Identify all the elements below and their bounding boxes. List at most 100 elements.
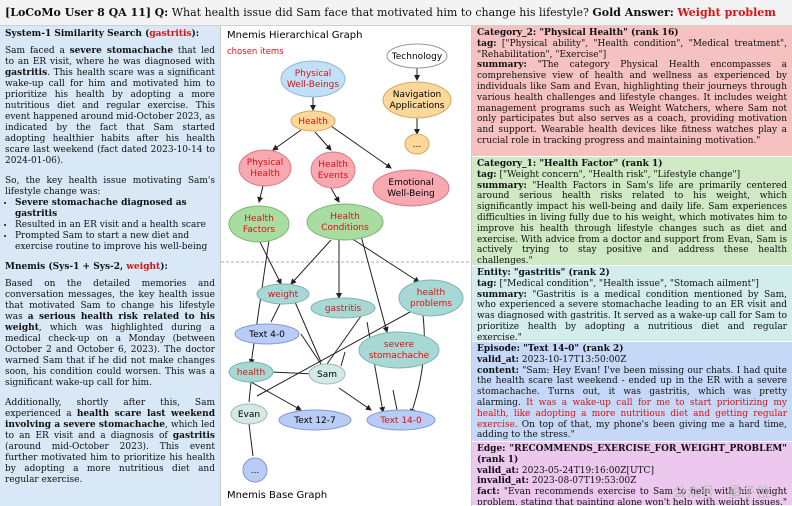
question-text: What health issue did Sam face that moti… xyxy=(171,6,589,19)
episode-valid-at: valid_at: 2023-10-17T13:50:00Z xyxy=(477,354,627,365)
node-text-4-0: Text 4-0 xyxy=(234,323,300,345)
node-severe-stomachache: severe stomachache xyxy=(358,331,440,369)
svg-text:Physical: Physical xyxy=(295,69,332,79)
bullet-item: Resulted in an ER visit and a health sca… xyxy=(15,220,215,231)
mnemis-paragraph-2: Additionally, shortly after this, Sam ex… xyxy=(5,398,216,485)
svg-text:Factors: Factors xyxy=(243,225,276,235)
base-graph-title: Mnemis Base Graph xyxy=(227,490,327,501)
episode-box: Episode: "Text 14-0" (rank 2) valid_at: … xyxy=(472,342,792,442)
edge xyxy=(300,333,322,365)
node-health-entity: health xyxy=(228,361,274,383)
edge xyxy=(330,187,340,203)
svg-text:Health: Health xyxy=(250,169,280,179)
category-2-tag: tag: ["Physical ability", "Health condit… xyxy=(477,38,787,60)
node-emotional-wellbeing: Emotional Well-Being xyxy=(372,169,450,207)
question-header: [LoCoMo User 8 QA 11] Q: What health iss… xyxy=(0,0,792,26)
edge xyxy=(314,131,332,151)
edge xyxy=(360,235,389,333)
node-health-problems: health problems xyxy=(398,279,464,317)
node-technology: Technology xyxy=(386,43,448,69)
mnemis-paragraph-1: Based on the detailed memories and conve… xyxy=(5,279,215,388)
node-health-factors: Health Factors xyxy=(228,205,290,243)
edge xyxy=(270,301,282,323)
svg-text:stomachache: stomachache xyxy=(369,351,430,361)
sys1-paragraph-1: Sam faced a severe stomachache that led … xyxy=(5,46,215,166)
episode-title: Episode: "Text 14-0" (rank 2) xyxy=(477,344,624,354)
category-1-box: Category_1: "Health Factor" (rank 1) tag… xyxy=(472,157,792,266)
node-text-14-0: Text 14-0 xyxy=(366,409,436,431)
svg-text:weight: weight xyxy=(268,290,299,300)
graph-panel: Mnemis Hierarchical Graph chosen items M… xyxy=(220,26,472,506)
edge xyxy=(256,305,422,397)
sys1-heading: System-1 Similarity Search (gastritis): xyxy=(5,29,200,39)
edge-title: Edge: "RECOMMENDS_EXERCISE_FOR_WEIGHT_PR… xyxy=(477,444,787,465)
episode-content: content: "Sam: Hey Evan! I've been missi… xyxy=(477,365,787,441)
category-2-summary: summary: "The category Physical Health e… xyxy=(477,60,787,146)
retrieved-items-panel: Category_2: "Physical Health" (rank 16) … xyxy=(472,26,792,506)
node-text-12-7: Text 12-7 xyxy=(278,409,352,431)
sys1-bullets: Severe stomachache diagnosed as gastriti… xyxy=(5,198,215,253)
edge xyxy=(330,125,392,169)
svg-text:...: ... xyxy=(251,466,260,476)
category-1-title: Category_1: "Health Factor" (rank 1) xyxy=(477,159,663,169)
hierarchical-graph-title: Mnemis Hierarchical Graph xyxy=(227,30,362,41)
edge xyxy=(270,370,316,377)
node-health-conditions: Health Conditions xyxy=(306,203,384,241)
svg-text:Emotional: Emotional xyxy=(388,178,433,188)
svg-text:Evan: Evan xyxy=(238,410,260,420)
edge-invalid-at: invalid_at: 2023-08-07T19:53:00Z xyxy=(477,476,637,487)
svg-text:Health: Health xyxy=(318,160,348,170)
node-gastritis: gastritis xyxy=(310,297,376,319)
edge-fact: fact: "Evan recommends exercise to Sam t… xyxy=(477,487,787,506)
edge xyxy=(338,387,372,411)
answers-panel: System-1 Similarity Search (gastritis): … xyxy=(0,26,220,506)
question-label: Q: xyxy=(154,6,169,19)
category-1-summary: summary: "Health Factors in Sam's life a… xyxy=(477,180,787,266)
svg-text:Well-Beings: Well-Beings xyxy=(287,80,339,90)
edge xyxy=(366,321,386,413)
svg-text:Health: Health xyxy=(244,214,274,224)
category-1-tag: tag: ["Weight concern", "Health risk", "… xyxy=(477,169,741,180)
mnemis-heading: Mnemis (Sys-1 + Sys-2, weight): xyxy=(5,262,168,272)
svg-text:health: health xyxy=(417,288,446,298)
node-evan: Evan xyxy=(230,403,268,425)
entity-summary: summary: "Gastritis is a medical conditi… xyxy=(477,289,787,342)
edge xyxy=(248,423,254,457)
gold-answer-label: Gold Answer: xyxy=(592,6,674,19)
edge xyxy=(257,185,264,203)
mnemis-term: weight xyxy=(126,262,161,272)
svg-text:health: health xyxy=(237,368,266,378)
edge xyxy=(258,239,282,285)
entity-box: Entity: "gastritis" (rank 2) tag: ["Medi… xyxy=(472,266,792,342)
node-dots-top: ... xyxy=(404,133,430,155)
qa-tag: [LoCoMo User 8 QA 11] xyxy=(5,6,152,19)
node-weight: weight xyxy=(256,283,310,305)
svg-text:Navigation: Navigation xyxy=(393,90,442,100)
gold-answer: Weight problem xyxy=(677,6,776,19)
edge xyxy=(272,129,302,151)
svg-text:Technology: Technology xyxy=(391,52,443,62)
hierarchical-edges xyxy=(257,68,420,203)
edge xyxy=(350,237,420,283)
node-dots-bottom: ... xyxy=(242,457,268,483)
sys1-term: gastritis xyxy=(149,29,192,39)
node-health-events: Health Events xyxy=(310,151,356,189)
edge xyxy=(340,351,346,367)
svg-text:Text 12-7: Text 12-7 xyxy=(293,416,336,426)
base-edges xyxy=(248,235,425,457)
bullet-item: Severe stomachache diagnosed as gastriti… xyxy=(15,198,215,220)
edge-valid-at: valid_at: 2023-05-24T19:16:00Z[UTC] xyxy=(477,465,654,476)
node-physical-health: Physical Health xyxy=(238,149,292,187)
svg-text:Text 4-0: Text 4-0 xyxy=(248,330,285,340)
svg-text:Physical: Physical xyxy=(247,158,284,168)
node-navigation-applications: Navigation Applications xyxy=(382,81,452,119)
chosen-items-label: chosen items xyxy=(227,47,284,57)
node-sam: Sam xyxy=(308,363,346,385)
svg-text:Sam: Sam xyxy=(317,370,337,380)
svg-text:severe: severe xyxy=(384,340,415,350)
edge xyxy=(248,381,252,403)
node-health-category: Health xyxy=(290,110,336,132)
edge xyxy=(392,389,398,411)
svg-text:Health: Health xyxy=(330,212,360,222)
edge xyxy=(294,301,322,363)
